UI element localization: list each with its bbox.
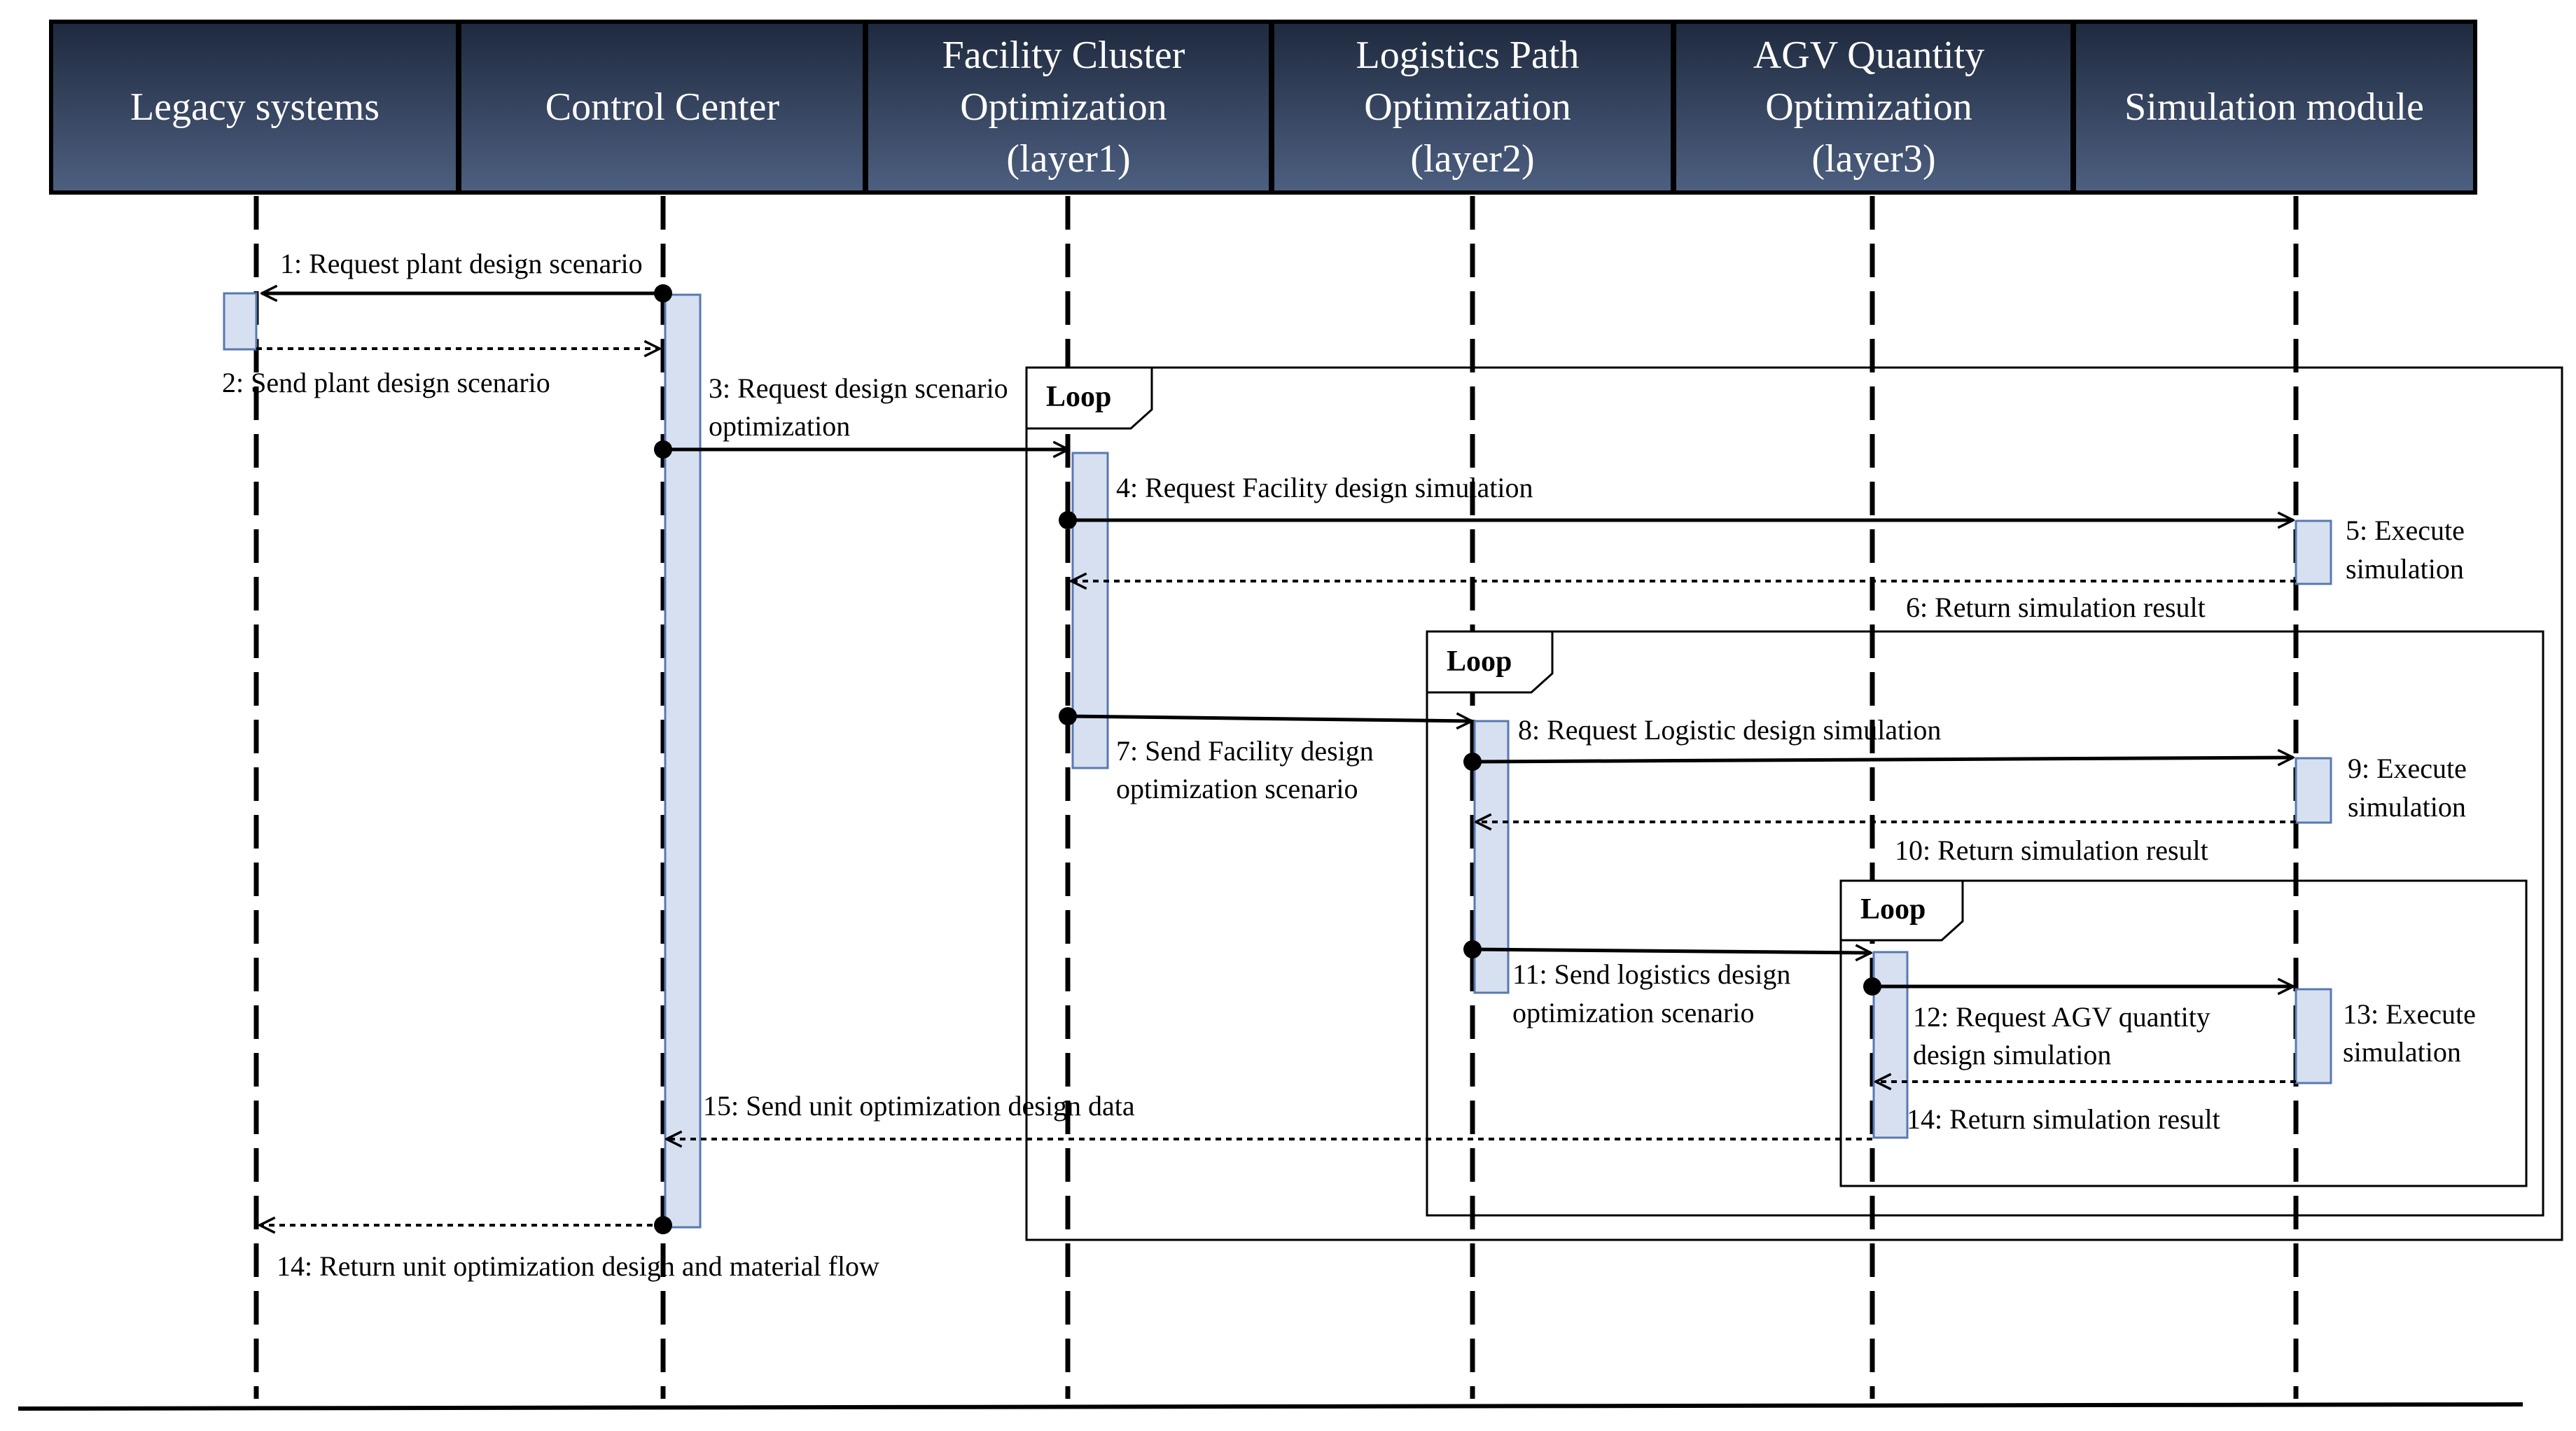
header-cell-legacy (53, 24, 456, 190)
dot-m11 (1463, 940, 1482, 958)
dot-m7 (1059, 707, 1077, 725)
message-label-m3: 3: Request design scenario optimization (709, 372, 1015, 442)
header-cell-facility (868, 24, 1269, 190)
message-arrows (256, 293, 2296, 1225)
header-labels: Legacy systems Control Center Facility C… (130, 34, 2424, 181)
diagram-baseline (18, 1402, 2523, 1411)
loop-tags: Loop Loop Loop (1025, 366, 1964, 942)
message-label-m7: 7: Send Facility design optimization sce… (1116, 735, 1381, 804)
loop-tag-middle (1426, 630, 1554, 694)
message-labels: 1: Request plant design scenario 2: Send… (222, 248, 2483, 1282)
activation-agv (1872, 951, 1909, 1139)
loop-label-middle: Loop (1447, 645, 1512, 678)
activation-control (664, 293, 702, 1229)
lifeline-title-agv: AGV Quantity Optimization (layer3) (1753, 34, 1994, 181)
message-label-m11: 11: Send logistics design optimization s… (1512, 958, 1797, 1028)
dot-m12 (1863, 977, 1881, 996)
lifeline-title-simulation: Simulation module (2124, 85, 2424, 129)
arrow-m8 (1472, 758, 2293, 762)
arrow-m11 (1472, 949, 1871, 953)
activation-legacy (223, 292, 258, 351)
message-label-m8: 8: Request Logistic design simulation (1518, 714, 1941, 746)
loop-tag-inner (1839, 879, 1964, 942)
loop-frame-outer (1025, 366, 2563, 1241)
header-cell-control (461, 24, 863, 190)
dot-m3 (654, 440, 672, 459)
message-label-m4: 4: Request Facility design simulation (1116, 472, 1533, 503)
lifeline-header-band (49, 20, 2477, 195)
loop-frame-middle (1426, 630, 2544, 1217)
message-label-m9: 9: Execute simulation (2348, 753, 2474, 823)
message-label-m15: 15: Send unit optimization design data (703, 1090, 1135, 1122)
message-label-m13: 13: Execute simulation (2343, 998, 2483, 1068)
arrow-m7 (1067, 716, 1472, 721)
activation-facility (1071, 452, 1109, 769)
dot-m1 (654, 284, 672, 302)
loop-frame-inner (1839, 879, 2528, 1187)
message-label-m2: 2: Send plant design scenario (222, 367, 550, 398)
message-label-m5: 5: Execute simulation (2346, 515, 2472, 585)
lifeline-title-control: Control Center (545, 85, 780, 129)
dot-m4 (1059, 511, 1077, 529)
message-label-m1: 1: Request plant design scenario (280, 248, 643, 279)
message-origin-dots (654, 284, 1881, 1234)
message-label-m12: 12: Request AGV quantity design simulati… (1913, 1001, 2218, 1070)
activation-simulation-1 (2295, 519, 2332, 585)
activation-simulation-3 (2295, 988, 2332, 1084)
loop-label-outer: Loop (1046, 381, 1111, 413)
activation-simulation-2 (2295, 757, 2332, 824)
loop-tag-outer (1025, 366, 1153, 430)
message-label-m14a: 14: Return simulation result (1907, 1103, 2220, 1135)
header-cell-agv (1676, 24, 2070, 190)
header-cell-logistics (1274, 24, 1671, 190)
dot-m8 (1463, 753, 1482, 771)
lifeline-title-legacy: Legacy systems (130, 85, 380, 129)
dot-m14b (654, 1216, 672, 1234)
loop-frames (1025, 366, 2563, 1241)
lifeline-title-facility: Facility Cluster Optimization (layer1) (942, 34, 1195, 181)
header-cell-simulation (2076, 24, 2473, 190)
loop-label-inner: Loop (1860, 893, 1926, 926)
message-label-m14b: 14: Return unit optimization design and … (277, 1250, 879, 1282)
lifeline-title-logistics: Logistics Path Optimization (layer2) (1356, 34, 1589, 181)
message-label-m6: 6: Return simulation result (1906, 592, 2206, 623)
message-label-m10: 10: Return simulation result (1895, 835, 2208, 866)
